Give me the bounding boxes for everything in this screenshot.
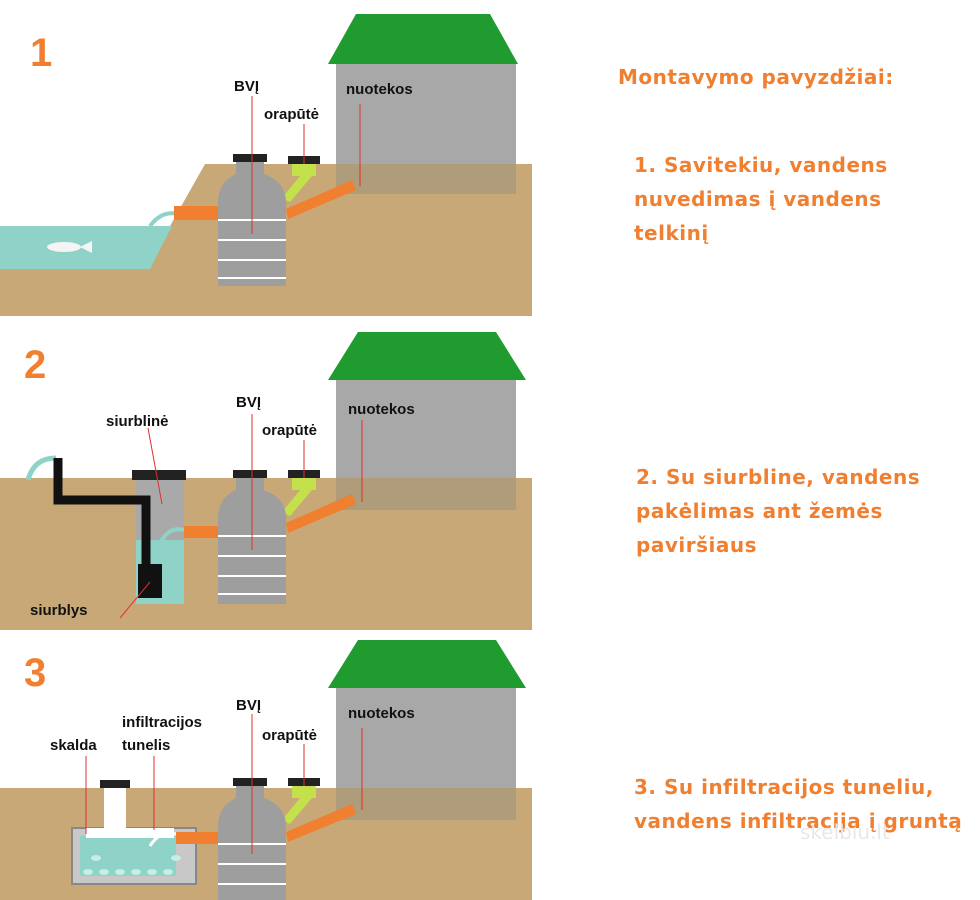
label-skalda: skalda bbox=[50, 737, 97, 754]
inlet-pipe bbox=[286, 180, 356, 219]
house-roof bbox=[328, 14, 518, 64]
diagram-panel-3: 3 BVĮ orapūtė nuotekos infiltracijos tun… bbox=[0, 630, 532, 900]
outlet-pipe bbox=[176, 832, 222, 844]
discharge-pipe bbox=[53, 458, 151, 578]
house-foundation bbox=[336, 478, 516, 510]
label-nuotekos: nuotekos bbox=[346, 81, 413, 98]
pump bbox=[138, 564, 162, 598]
blower-body bbox=[292, 478, 316, 490]
label-siurblys: siurblys bbox=[30, 602, 88, 619]
house-roof bbox=[328, 332, 526, 380]
inlet-pipe bbox=[286, 804, 356, 842]
siurbline-leader bbox=[147, 427, 163, 505]
label-bvi: BVĮ bbox=[236, 697, 261, 714]
diagram-panel-2: 2 BVĮ orapūtė nuotekos siurblinė siurbly… bbox=[0, 318, 532, 630]
description-1: 1. Savitekiu, vandens nuvedimas į vanden… bbox=[634, 153, 888, 245]
surface-discharge bbox=[25, 455, 57, 481]
label-orapute: orapūtė bbox=[262, 727, 317, 744]
label-orapute: orapūtė bbox=[264, 106, 319, 123]
installation-heading: Montavymo pavyzdžiai: bbox=[618, 65, 894, 89]
blower-body bbox=[292, 786, 316, 798]
house-foundation bbox=[336, 788, 516, 820]
panel-number: 3 bbox=[24, 651, 46, 695]
inlet-pipe bbox=[286, 494, 356, 533]
label-nuotekos: nuotekos bbox=[348, 705, 415, 722]
house-roof bbox=[328, 640, 526, 688]
infiltration-tunnel bbox=[71, 780, 197, 885]
panel-3-illustration: 3 BVĮ orapūtė nuotekos infiltracijos tun… bbox=[0, 640, 532, 900]
panel-1-illustration: 1 BVĮ orapūtė nuotekos bbox=[0, 14, 532, 316]
label-bvi: BVĮ bbox=[234, 78, 259, 95]
blower-hose bbox=[282, 176, 312, 202]
blower-hose bbox=[282, 798, 312, 824]
watermark: skelbiu.lt bbox=[800, 820, 890, 844]
house-foundation bbox=[336, 164, 516, 194]
siurblys-leader bbox=[119, 581, 151, 619]
description-3: 3. Su infiltracijos tuneliu, vandens inf… bbox=[634, 775, 963, 833]
blower-body bbox=[292, 164, 316, 176]
panel-number: 1 bbox=[30, 31, 52, 75]
outlet-pipe bbox=[174, 206, 222, 220]
description-2: 2. Su siurbline, vandens pakėlimas ant ž… bbox=[636, 465, 921, 557]
panel-2-illustration: 2 BVĮ orapūtė nuotekos siurblinė siurbly… bbox=[0, 332, 532, 630]
label-siurbline: siurblinė bbox=[106, 413, 169, 430]
label-infiltracijos: infiltracijos bbox=[122, 714, 202, 731]
label-nuotekos: nuotekos bbox=[348, 401, 415, 418]
label-tunelis: tunelis bbox=[122, 737, 170, 754]
outlet-pipe bbox=[184, 526, 222, 538]
label-bvi: BVĮ bbox=[236, 394, 261, 411]
label-orapute: orapūtė bbox=[262, 422, 317, 439]
panel-number: 2 bbox=[24, 343, 46, 387]
blower-hose bbox=[282, 490, 312, 516]
fish-icon bbox=[47, 241, 92, 253]
diagram-panel-1: 1 BVĮ orapūtė nuotekos bbox=[0, 4, 532, 316]
